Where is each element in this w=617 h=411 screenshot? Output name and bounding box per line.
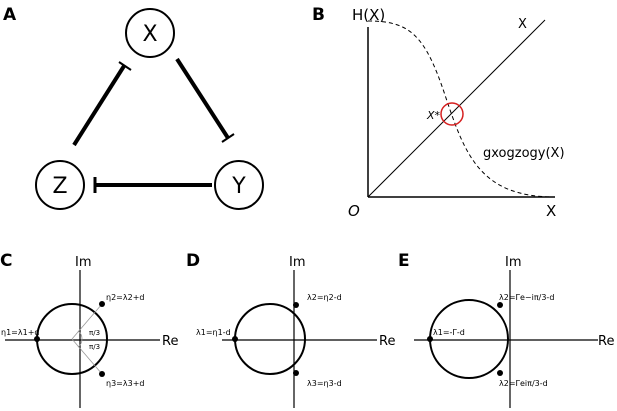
e-pole-left bbox=[427, 336, 433, 342]
phase-ylabel: H(X) bbox=[352, 6, 385, 24]
c-pole-bottom-label: η3=λ3+d bbox=[106, 379, 144, 388]
e-im-label: Im bbox=[505, 255, 522, 270]
e-pole-bottom bbox=[497, 370, 503, 376]
node-z-label: Z bbox=[52, 174, 67, 199]
c-ray-bottom bbox=[71, 338, 103, 375]
edge-y-represses-z bbox=[93, 177, 212, 193]
d-pole-top-label: λ2=η2-d bbox=[307, 293, 342, 302]
c-pole-bottom bbox=[99, 371, 105, 377]
node-x: X bbox=[125, 8, 175, 58]
node-y-label: Y bbox=[231, 174, 246, 199]
e-pole-bottom-label: λ2=Γeiπ/3-d bbox=[499, 379, 548, 388]
node-y: Y bbox=[214, 160, 264, 210]
c-pole-left-label: η1=λ1+d bbox=[1, 328, 39, 337]
panel-label-a: A bbox=[3, 5, 17, 25]
node-z: Z bbox=[35, 160, 85, 210]
edge-x-represses-y bbox=[175, 57, 235, 143]
identity-line-label: X bbox=[518, 17, 527, 32]
pole-diagram-d: Im Re λ1=η1-d λ2=η2-d λ3=η3-d bbox=[196, 255, 395, 408]
c-pole-left bbox=[34, 336, 40, 342]
c-ray-top bbox=[71, 303, 103, 340]
c-angle-bottom: π/3 bbox=[89, 343, 100, 351]
c-angle-arc-bottom bbox=[77, 338, 83, 348]
e-circle bbox=[429, 299, 509, 379]
d-pole-left-label: λ1=η1-d bbox=[196, 328, 231, 337]
node-x-label: X bbox=[142, 22, 157, 47]
identity-line bbox=[367, 19, 546, 198]
phase-plot: H(X) X O X X* gxogzogy(X) bbox=[348, 6, 565, 220]
e-pole-left-label: λ1=-Γ-d bbox=[433, 328, 465, 337]
c-re-label: Re bbox=[162, 334, 178, 349]
d-re-label: Re bbox=[379, 334, 395, 349]
phase-origin: O bbox=[348, 202, 360, 220]
c-angle-top: π/3 bbox=[89, 329, 100, 337]
d-pole-left bbox=[232, 336, 238, 342]
d-pole-bottom bbox=[293, 370, 299, 376]
c-pole-top bbox=[99, 301, 105, 307]
pole-diagram-c: Im Re π/3 π/3 η1=λ1+d η2=λ2+d η3=λ3+d bbox=[1, 255, 178, 408]
phase-xlabel: X bbox=[546, 202, 556, 220]
e-pole-top-label: λ2=Γe−iπ/3-d bbox=[499, 293, 554, 302]
edge-z-represses-x bbox=[72, 61, 132, 147]
fixed-point-label: X* bbox=[426, 109, 441, 122]
c-im-label: Im bbox=[75, 255, 92, 270]
d-pole-top bbox=[293, 302, 299, 308]
panel-label-b: B bbox=[312, 5, 325, 25]
e-pole-top bbox=[497, 302, 503, 308]
panel-label-e: E bbox=[398, 251, 410, 271]
c-pole-top-label: η2=λ2+d bbox=[106, 293, 144, 302]
fixed-point-circle bbox=[440, 102, 464, 126]
d-pole-bottom-label: λ3=η3-d bbox=[307, 379, 342, 388]
d-im-label: Im bbox=[289, 255, 306, 270]
c-angle-arc-top bbox=[77, 330, 83, 340]
pole-diagram-e: Im Re λ1=-Γ-d λ2=Γe−iπ/3-d λ2=Γeiπ/3-d bbox=[414, 255, 614, 408]
curve-label: gxogzogy(X) bbox=[483, 146, 565, 161]
panel-label-d: D bbox=[186, 251, 200, 271]
panel-label-c: C bbox=[0, 251, 12, 271]
e-re-label: Re bbox=[598, 334, 614, 349]
